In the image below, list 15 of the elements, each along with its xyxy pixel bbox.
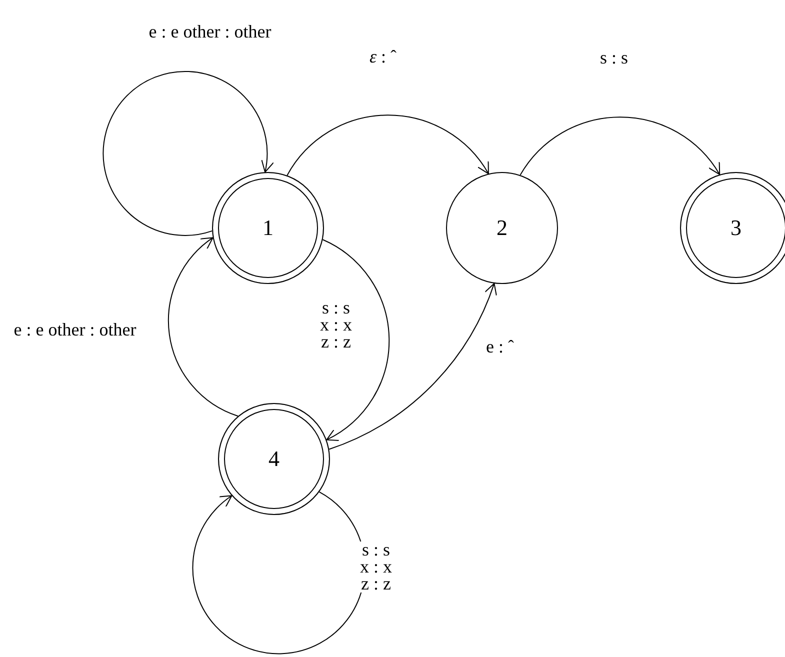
edge-label: e : e other : other — [146, 24, 274, 40]
arrow — [520, 116, 720, 176]
arrow — [102, 70, 274, 236]
arrow — [286, 114, 489, 176]
state-label: 2 — [496, 217, 508, 239]
state-label: 1 — [262, 217, 274, 239]
edge-label: e : e other : other — [12, 322, 138, 338]
edge-label: ε : ˆ — [367, 48, 399, 66]
arrow — [328, 282, 496, 450]
state-label: 3 — [730, 217, 742, 239]
edge-label: e : ˆ — [484, 338, 516, 356]
arrow — [168, 237, 238, 417]
edge-label: s : s x : x z : z — [358, 542, 394, 592]
arrow — [322, 239, 390, 440]
state-label: 4 — [268, 448, 280, 470]
